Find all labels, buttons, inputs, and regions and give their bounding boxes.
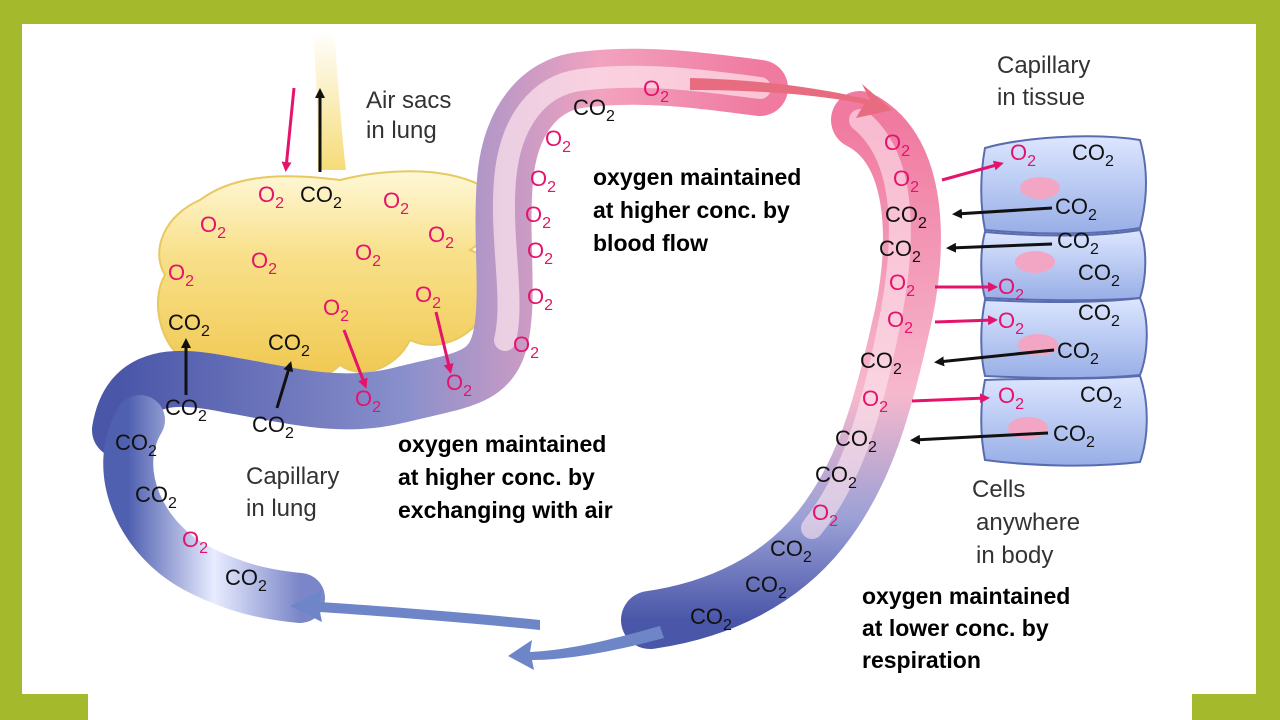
note-exchanging-air: oxygen maintained at higher conc. by exc… [398,431,613,523]
co2-molecule: CO2 [1057,228,1099,258]
co2-molecule: CO2 [252,412,294,442]
o2-molecule: O2 [884,130,910,160]
o2-molecule: O2 [258,182,284,212]
co2-molecule: CO2 [1078,260,1120,290]
o2-molecule: O2 [513,332,539,362]
co2-molecule: CO2 [815,462,857,492]
artery-highlight [492,65,771,351]
flow-arrow-left [290,590,540,630]
co2-molecule: CO2 [165,395,207,425]
arrow-co2-from-cell [946,242,1053,253]
co2-molecule: CO2 [835,426,877,456]
o2-molecule: O2 [812,500,838,530]
co2-molecule: CO2 [225,565,267,595]
air-sacs-label: Air sacs in lung [366,87,458,144]
air-sacs-shape [157,170,497,381]
o2-molecule: O2 [1010,140,1036,170]
o2-molecule: O2 [530,166,556,196]
arrow-o2-to-cell [911,393,990,404]
arrow-co2-from-cell [910,431,1049,445]
o2-molecule: O2 [323,295,349,325]
co2-molecule: CO2 [573,95,615,125]
o2-molecule: O2 [998,274,1024,304]
return-vein [103,395,325,623]
co2-molecule: CO2 [115,430,157,460]
co2-molecule: CO2 [885,202,927,232]
co2-molecule: CO2 [1080,382,1122,412]
co2-molecule: CO2 [300,182,342,212]
tissue-capillary-highlight [801,109,911,539]
co2-molecule: CO2 [1078,300,1120,330]
arrow-co2-up-2 [275,361,294,409]
o2-molecule: O2 [887,307,913,337]
tissue-cells [980,135,1148,467]
o2-molecule: O2 [383,188,409,218]
o2-molecule: O2 [415,282,441,312]
o2-molecule: O2 [446,370,472,400]
note-respiration: oxygen maintained at lower conc. by resp… [862,583,1077,673]
o2-molecule: O2 [527,284,553,314]
co2-molecule: CO2 [1057,338,1099,368]
cell-nucleus [1020,177,1060,199]
o2-molecule: O2 [355,240,381,270]
o2-molecule: O2 [998,308,1024,338]
co2-molecule: CO2 [168,310,210,340]
o2-molecule: O2 [889,270,915,300]
flow-arrow-bottom [508,626,664,670]
o2-molecule: O2 [251,248,277,278]
molecule-labels: O2 CO2 O2 O2 O2 O2 O2 O2 O2 O2 CO2 CO2 C… [115,76,1122,634]
o2-molecule: O2 [525,202,551,232]
o2-molecule: O2 [998,383,1024,413]
cell-4 [980,374,1148,467]
o2-molecule: O2 [182,527,208,557]
arrow-o2-down-1 [342,329,368,389]
airway-stem [312,30,346,170]
o2-molecule: O2 [200,212,226,242]
co2-molecule: CO2 [745,572,787,602]
co2-molecule: CO2 [1055,194,1097,224]
co2-molecule: CO2 [879,236,921,266]
co2-molecule: CO2 [1072,140,1114,170]
arrow-co2-from-cell [952,206,1053,219]
o2-molecule: O2 [355,386,381,416]
o2-molecule: O2 [862,386,888,416]
o2-molecule: O2 [893,166,919,196]
co2-molecule: CO2 [135,482,177,512]
exchange-arrows [181,87,1055,445]
co2-molecule: CO2 [860,348,902,378]
arrow-o2-to-cell [941,160,1004,182]
co2-molecule: CO2 [268,330,310,360]
cells-body-label: Cells anywhere in body [972,476,1087,569]
o2-molecule: O2 [545,126,571,156]
capillary-lung-label: Capillary in lung [246,463,346,522]
o2-molecule: O2 [643,76,669,106]
slide-bottom-strip [88,694,1192,720]
arrow-o2-to-cell [934,315,998,326]
cell-nucleus [1015,251,1055,273]
co2-molecule: CO2 [690,604,732,634]
o2-molecule: O2 [527,238,553,268]
note-blood-flow: oxygen maintained at higher conc. by blo… [593,164,808,256]
arrow-o2-into-lung [281,87,296,172]
co2-molecule: CO2 [770,536,812,566]
o2-molecule: O2 [428,222,454,252]
co2-molecule: CO2 [1053,421,1095,451]
capillary-tissue-label: Capillary in tissue [997,52,1097,111]
arrow-o2-down-2 [434,311,454,374]
flow-arrow-top [690,78,892,118]
arrow-co2-from-cell [934,348,1055,367]
o2-molecule: O2 [168,260,194,290]
